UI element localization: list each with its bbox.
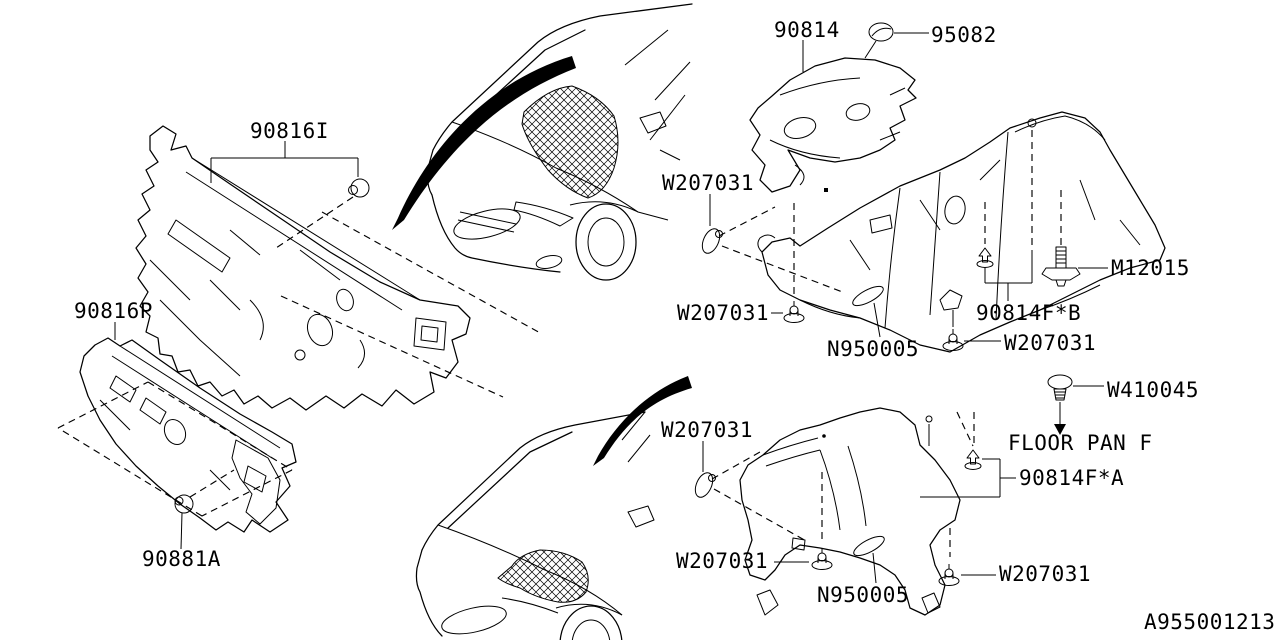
grommet-clip-icon-90881a: [174, 469, 235, 550]
rivet-clip-icon-3: [942, 328, 1001, 351]
part-label-95082: 95082: [931, 23, 997, 47]
part-label-90816p: 90816P: [74, 299, 153, 323]
part-label-n950005-2: N950005: [817, 583, 910, 607]
note-floor-pan-f: FLOOR PAN F: [1008, 431, 1153, 455]
drawing-code: A955001213: [1144, 610, 1276, 634]
part-label-w207031-1: W207031: [662, 171, 755, 195]
part-label-90881a: 90881A: [142, 547, 221, 571]
grommet-clip-icon: [348, 178, 370, 198]
dash-panel-insulator-upper-part: [135, 125, 471, 411]
snap-clip-icon-95082: [864, 22, 929, 59]
label-bracket-90814fb: [976, 130, 1033, 301]
part-label-90814fb: 90814F*B: [976, 301, 1082, 325]
down-arrowhead-icon: [1054, 424, 1066, 435]
flange-bolt-icon: [1041, 190, 1108, 287]
rivet-clip-icon-2: [771, 203, 805, 323]
part-label-90816i: 90816I: [250, 119, 329, 143]
part-label-m12015: M12015: [1111, 256, 1190, 280]
location-arrow: [392, 56, 576, 230]
part-label-n950005-1: N950005: [827, 337, 920, 361]
front-floor-mat-part: [749, 40, 917, 193]
part-label-w207031-5: W207031: [676, 549, 769, 573]
rivet-clip-icon-6: [938, 528, 996, 586]
label-bracket-90816i: [210, 141, 543, 398]
push-pin-clip-icon-1: [698, 194, 846, 294]
part-label-90814fa: 90814F*A: [1019, 466, 1125, 490]
mushroom-screw-icon: [1047, 374, 1104, 435]
install-area-hatch: [497, 549, 589, 603]
location-arrow: [593, 376, 692, 466]
car-front-bottom-illustration: [415, 376, 692, 640]
part-label-w207031-4: W207031: [661, 418, 754, 442]
floor-insulator-rear-part: [757, 111, 1166, 353]
dash-panel-insulator-lower-part: [57, 322, 297, 533]
spring-nut-icon-1: [849, 282, 887, 338]
part-label-90814: 90814: [774, 18, 840, 42]
rivet-clip-icon-5: [774, 472, 833, 570]
part-label-w410045: W410045: [1107, 378, 1200, 402]
push-pin-clip-icon-4: [691, 441, 809, 543]
part-label-w207031-6: W207031: [999, 562, 1092, 586]
floor-insulator-front-part: [739, 407, 974, 616]
spring-nut-icon-2: [850, 532, 888, 584]
label-bracket-90814fa: [920, 412, 1016, 498]
part-label-w207031-3: W207031: [1004, 331, 1097, 355]
car-front-top-illustration: [392, 3, 693, 281]
part-label-w207031-2: W207031: [677, 301, 770, 325]
install-area-hatch: [521, 85, 619, 199]
